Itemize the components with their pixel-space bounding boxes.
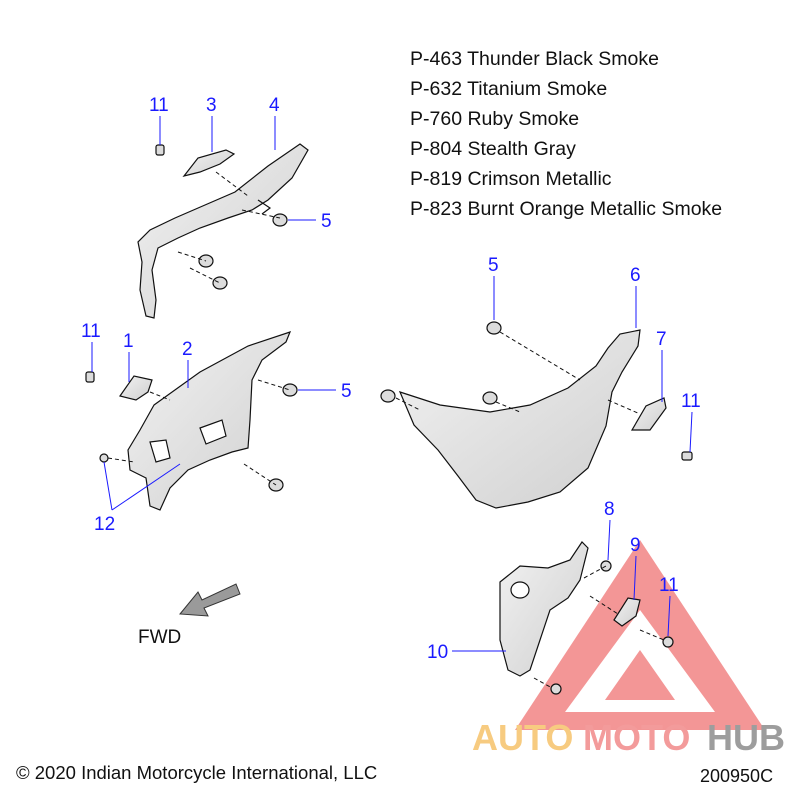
leader-lines-right — [395, 331, 641, 415]
watermark-logo: AUTO MOTO HUB — [472, 540, 785, 758]
callout-numbers: 11 3 4 5 11 1 2 5 12 5 6 7 11 8 9 11 10 — [81, 95, 701, 663]
watermark-triangle-core — [605, 650, 675, 700]
part-3-clip — [182, 149, 236, 178]
hardware-right — [380, 321, 693, 461]
leader-lines-lower-right — [533, 565, 665, 689]
leader-lines-upper-left — [177, 171, 281, 284]
callout-4: 4 — [269, 95, 280, 116]
part-6-side-cover — [398, 329, 641, 509]
callout-7: 7 — [656, 329, 667, 350]
callout-2: 2 — [182, 339, 193, 360]
leader-lines-middle-left — [107, 379, 291, 486]
callout-leaders — [91, 116, 693, 652]
part-2-side-panel — [127, 331, 292, 511]
callout-11-right: 11 — [681, 391, 701, 412]
callout-6: 6 — [630, 265, 641, 286]
hardware-lower-right — [550, 560, 674, 695]
callout-11-lower-right: 11 — [659, 575, 679, 596]
fwd-label: FWD — [138, 627, 182, 648]
watermark-moto: MOTO — [583, 717, 690, 758]
callout-5-middle: 5 — [341, 381, 352, 402]
callout-5-right: 5 — [488, 255, 499, 276]
fwd-arrow-icon — [179, 583, 241, 617]
legend-item: P-804 Stealth Gray — [410, 138, 576, 160]
callout-10: 10 — [427, 642, 448, 663]
callout-11-middle-left: 11 — [81, 321, 101, 342]
paint-color-legend: P-463 Thunder Black Smoke P-632 Titanium… — [410, 44, 722, 224]
callout-12: 12 — [94, 514, 115, 535]
watermark-hub: HUB — [707, 717, 785, 758]
callout-8: 8 — [604, 499, 615, 520]
callout-9: 9 — [630, 535, 641, 556]
callout-11-top-left: 11 — [149, 95, 169, 116]
callout-5-upper: 5 — [321, 211, 332, 232]
legend-item: P-632 Titanium Smoke — [410, 78, 608, 100]
legend-item: P-463 Thunder Black Smoke — [410, 48, 659, 70]
hardware-upper-left — [155, 144, 288, 290]
legend-item: P-760 Ruby Smoke — [410, 108, 580, 130]
callout-1: 1 — [123, 331, 134, 352]
part-10-lower-panel — [499, 541, 589, 677]
part-1-clip — [119, 375, 153, 401]
document-number: 200950C — [700, 766, 774, 786]
legend-item: P-819 Crimson Metallic — [410, 168, 612, 190]
part-9-clip — [613, 597, 641, 627]
watermark-auto: AUTO — [472, 717, 573, 758]
copyright-text: © 2020 Indian Motorcycle International, … — [16, 762, 378, 783]
legend-item: P-823 Burnt Orange Metallic Smoke — [410, 198, 723, 220]
callout-3: 3 — [206, 95, 217, 116]
part-7-clip — [630, 397, 667, 431]
part-4-side-cover — [137, 143, 309, 319]
